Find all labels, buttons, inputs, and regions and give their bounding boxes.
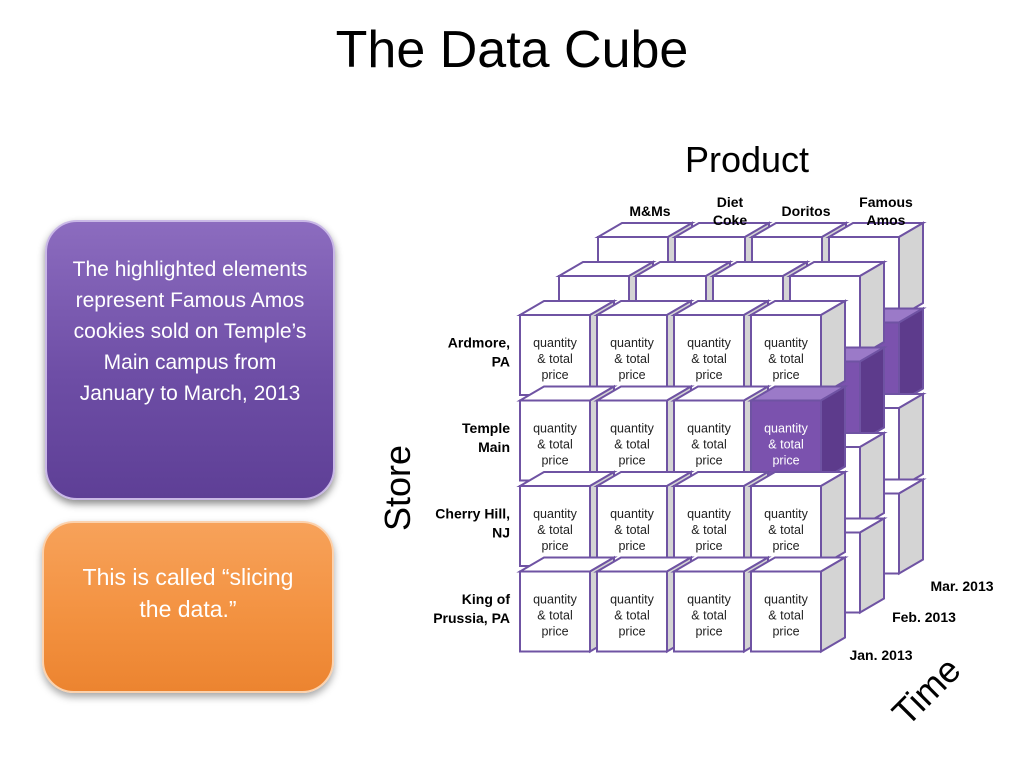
product-label: Amos [867, 212, 906, 228]
cube-cell: quantity & total price [747, 470, 849, 568]
cell-text: quantity [764, 593, 809, 607]
cell-text: price [772, 625, 799, 639]
cell-text: & total [537, 523, 572, 537]
cell-text: price [618, 539, 645, 553]
product-label: Diet [717, 194, 744, 210]
cell-text: quantity [533, 422, 578, 436]
highlight-explanation-callout: The highlighted elements represent Famou… [45, 220, 335, 500]
cell-text: & total [537, 352, 572, 366]
store-label: NJ [492, 525, 510, 541]
store-axis-title: Store [377, 445, 418, 531]
slide-title: The Data Cube [335, 21, 689, 79]
cell-text: price [695, 368, 722, 382]
cell-text: & total [537, 609, 572, 623]
cell-text: & total [768, 609, 803, 623]
cell-text: price [541, 625, 568, 639]
cell-text: quantity [764, 507, 809, 521]
cell-text: quantity [610, 336, 655, 350]
store-label: PA [492, 354, 510, 370]
product-label: Coke [713, 212, 747, 228]
cell-text: & total [691, 609, 726, 623]
cell-text: quantity [687, 507, 732, 521]
cell-text: price [541, 539, 568, 553]
slicing-explanation-callout: This is called “slicing the data.” [42, 521, 334, 693]
cell-text: quantity [764, 422, 809, 436]
cell-text: quantity [610, 507, 655, 521]
cube-cell: quantity & total price [747, 555, 849, 654]
cell-text: price [618, 625, 645, 639]
slicing-explanation-text: This is called “slicing the data.” [82, 564, 294, 622]
cell-text: price [618, 454, 645, 468]
cell-text: price [695, 454, 722, 468]
cell-text: price [695, 539, 722, 553]
cell-text: & total [691, 352, 726, 366]
store-label: Prussia, PA [433, 610, 510, 626]
cell-text: quantity [610, 593, 655, 607]
store-label: Cherry Hill, [435, 506, 510, 522]
cell-text: price [772, 539, 799, 553]
cell-text: & total [768, 352, 803, 366]
cell-text: & total [768, 523, 803, 537]
time-label: Mar. 2013 [930, 578, 993, 594]
cell-text: & total [537, 438, 572, 452]
store-label: Temple [462, 420, 510, 436]
cell-text: quantity [533, 336, 578, 350]
cell-text: price [541, 368, 568, 382]
cell-text: quantity [610, 422, 655, 436]
time-label: Jan. 2013 [849, 647, 912, 663]
cell-text: price [618, 368, 645, 382]
cell-text: & total [614, 523, 649, 537]
cell-text: quantity [764, 336, 809, 350]
cube-cell: quantity & total price [747, 299, 849, 397]
cell-text: & total [768, 438, 803, 452]
store-label: Main [478, 439, 510, 455]
cell-text: quantity [687, 336, 732, 350]
product-axis-title: Product [685, 139, 809, 180]
product-label: Famous [859, 194, 913, 210]
cell-text: price [772, 454, 799, 468]
product-label: Doritos [782, 203, 831, 219]
store-label: Ardmore, [448, 335, 510, 351]
cell-text: quantity [533, 507, 578, 521]
cell-text: quantity [687, 422, 732, 436]
cell-text: quantity [687, 593, 732, 607]
cell-text: & total [691, 438, 726, 452]
cell-text: price [695, 625, 722, 639]
cell-text: & total [614, 609, 649, 623]
store-label: King of [462, 591, 511, 607]
cube-cells: quantity & total price quantity & total price… [516, 221, 927, 654]
cell-text: & total [691, 523, 726, 537]
cell-text: quantity [533, 593, 578, 607]
product-label: M&Ms [629, 203, 670, 219]
cell-text: price [541, 454, 568, 468]
time-label: Feb. 2013 [892, 609, 956, 625]
highlighted-cube-cell: quantity & total price [747, 384, 849, 483]
cell-text: & total [614, 352, 649, 366]
highlight-explanation-text: The highlighted elements represent Famou… [72, 257, 308, 405]
cell-text: price [772, 368, 799, 382]
cell-text: & total [614, 438, 649, 452]
